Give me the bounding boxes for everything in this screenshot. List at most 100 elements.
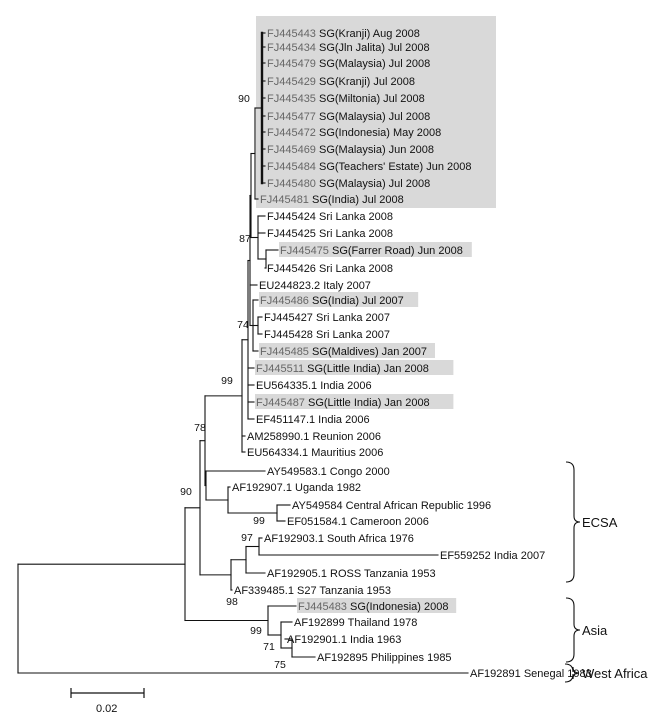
leaf-description: SG(Kranji) Jul 2008 — [316, 76, 415, 88]
leaf-label-EU564335: EU564335.1 India 2006 — [256, 380, 372, 392]
bootstrap-label-n99c: 99 — [250, 625, 262, 637]
leaf-description: Philippines 1985 — [368, 652, 452, 664]
leaf-label-AF192903: AF192903.1 South Africa 1976 — [264, 533, 414, 545]
leaf-label-FJ445487: FJ445487 SG(Little India) Jan 2008 — [256, 397, 430, 409]
leaf-description: Central African Republic 1996 — [343, 500, 492, 512]
leaf-description: Congo 2000 — [327, 466, 390, 478]
leaf-accession: EF559252 — [440, 550, 491, 562]
leaf-label-FJ445511: FJ445511 SG(Little India) Jan 2008 — [256, 363, 429, 375]
highlight-box-singapore-cluster — [256, 16, 496, 208]
leaf-accession: AY549584 — [292, 500, 343, 512]
leaf-label-FJ445481: FJ445481 SG(India) Jul 2008 — [260, 194, 404, 206]
bootstrap-label-n90a: 90 — [238, 93, 250, 105]
bootstrap-label-n71: 71 — [263, 641, 275, 653]
leaf-label-EF051584: EF051584.1 Cameroon 2006 — [287, 516, 429, 528]
leaf-description: Sri Lanka 2008 — [316, 263, 393, 275]
leaf-description: SG(India) Jul 2007 — [309, 295, 404, 307]
leaf-label-FJ445469: FJ445469 SG(Malaysia) Jun 2008 — [267, 144, 434, 156]
leaf-description: South Africa 1976 — [324, 533, 414, 545]
highlight-box-FJ445485 — [259, 343, 435, 358]
clade-bracket-westafrica — [564, 663, 580, 683]
leaf-accession: FJ445481 — [260, 194, 309, 206]
leaf-label-AF192895: AF192895 Philippines 1985 — [317, 652, 452, 664]
leaf-label-EU244823: EU244823.2 Italy 2007 — [259, 280, 371, 292]
leaf-accession: FJ445479 — [267, 58, 316, 70]
leaf-accession: FJ445434 — [267, 42, 316, 54]
leaf-label-EU564334: EU564334.1 Mauritius 2006 — [247, 447, 383, 459]
leaf-accession: AF192895 — [317, 652, 368, 664]
leaf-description: SG(Miltonia) Jul 2008 — [316, 93, 425, 105]
leaf-accession: AF192905.1 — [267, 568, 327, 580]
leaf-accession: FJ445480 — [267, 178, 316, 190]
leaf-accession: AF339485.1 — [234, 585, 294, 597]
leaf-accession: FJ445477 — [267, 111, 316, 123]
leaf-label-FJ445477: FJ445477 SG(Malaysia) Jul 2008 — [267, 111, 430, 123]
leaf-label-AY549583: AY549583.1 Congo 2000 — [267, 466, 390, 478]
clade-label-ecsa: ECSA — [582, 515, 618, 530]
highlight-box-FJ445475 — [279, 242, 472, 257]
leaf-description: SG(Malaysia) Jul 2008 — [316, 178, 430, 190]
leaf-accession: FJ445427 — [264, 312, 313, 324]
leaf-description: Reunion 2006 — [309, 431, 381, 443]
leaf-accession: FJ445483 — [298, 601, 347, 613]
leaf-accession: EF051584.1 — [287, 516, 347, 528]
leaf-description: India 1963 — [347, 634, 401, 646]
leaf-description: SG(Malaysia) Jun 2008 — [316, 144, 434, 156]
leaf-accession: EU244823.2 — [259, 280, 320, 292]
leaf-description: Italy 2007 — [320, 280, 371, 292]
leaf-accession: FJ445487 — [256, 397, 305, 409]
highlight-box-FJ445487 — [255, 394, 454, 409]
leaf-description: SG(Little India) Jan 2008 — [305, 397, 430, 409]
scale-bar-label: 0.02 — [96, 703, 117, 715]
leaf-label-AF192899: AF192899 Thailand 1978 — [294, 617, 417, 629]
leaf-label-FJ445428: FJ445428 Sri Lanka 2007 — [264, 329, 390, 341]
leaf-label-AF339485: AF339485.1 S27 Tanzania 1953 — [234, 585, 391, 597]
leaf-accession: FJ445428 — [264, 329, 313, 341]
leaf-description: SG(Indonesia) May 2008 — [316, 127, 441, 139]
branch-layer — [17, 31, 469, 674]
leaf-accession: FJ445426 — [267, 263, 316, 275]
leaf-label-FJ445435: FJ445435 SG(Miltonia) Jul 2008 — [267, 93, 425, 105]
leaf-description: SG(Maldives) Jan 2007 — [309, 346, 427, 358]
leaf-description: Mauritius 2006 — [308, 447, 383, 459]
leaf-description: Sri Lanka 2008 — [316, 228, 393, 240]
leaf-accession: FJ445443 — [267, 28, 316, 40]
leaf-description: Sri Lanka 2007 — [313, 329, 390, 341]
highlight-box-FJ445511 — [255, 360, 454, 375]
leaf-label-AF192905: AF192905.1 ROSS Tanzania 1953 — [267, 568, 436, 580]
leaf-accession: AF192901.1 — [287, 634, 347, 646]
leaf-accession: FJ445424 — [267, 211, 316, 223]
bootstrap-label-n75: 75 — [274, 659, 286, 671]
leaf-label-AM258990: AM258990.1 Reunion 2006 — [247, 431, 381, 443]
clade-label-asia: Asia — [582, 623, 608, 638]
leaf-accession: AF192903.1 — [264, 533, 324, 545]
leaf-description: SG(India) Jul 2008 — [309, 194, 404, 206]
leaf-label-FJ445480: FJ445480 SG(Malaysia) Jul 2008 — [267, 178, 430, 190]
leaf-label-FJ445427: FJ445427 Sri Lanka 2007 — [264, 312, 390, 324]
leaf-accession: FJ445484 — [267, 161, 316, 173]
leaf-label-EF559252: EF559252 India 2007 — [440, 550, 545, 562]
leaf-label-EF451147: EF451147.1 India 2006 — [256, 414, 370, 426]
leaf-label-FJ445483: FJ445483 SG(Indonesia) 2008 — [298, 601, 448, 613]
clade-label-westafrica: West Africa — [582, 666, 648, 681]
leaf-accession: FJ445429 — [267, 76, 316, 88]
leaf-accession: AF192899 — [294, 617, 345, 629]
leaf-accession: AY549583.1 — [267, 466, 327, 478]
leaf-label-FJ445484: FJ445484 SG(Teachers' Estate) Jun 2008 — [267, 161, 472, 173]
leaf-description: SG(Malaysia) Jul 2008 — [316, 111, 430, 123]
leaf-description: SG(Indonesia) 2008 — [347, 601, 449, 613]
bootstrap-label-n74: 74 — [237, 319, 249, 331]
leaf-accession: AF192891 — [470, 668, 521, 680]
leaf-description: Uganda 1982 — [292, 482, 361, 494]
leaf-label-FJ445425: FJ445425 Sri Lanka 2008 — [267, 228, 393, 240]
leaf-description: SG(Jln Jalita) Jul 2008 — [316, 42, 430, 54]
leaf-accession: FJ445469 — [267, 144, 316, 156]
highlight-layer — [255, 16, 496, 613]
leaf-accession: FJ445475 — [280, 245, 329, 257]
leaf-label-FJ445479: FJ445479 SG(Malaysia) Jul 2008 — [267, 58, 430, 70]
leaf-label-FJ445426: FJ445426 Sri Lanka 2008 — [267, 263, 393, 275]
